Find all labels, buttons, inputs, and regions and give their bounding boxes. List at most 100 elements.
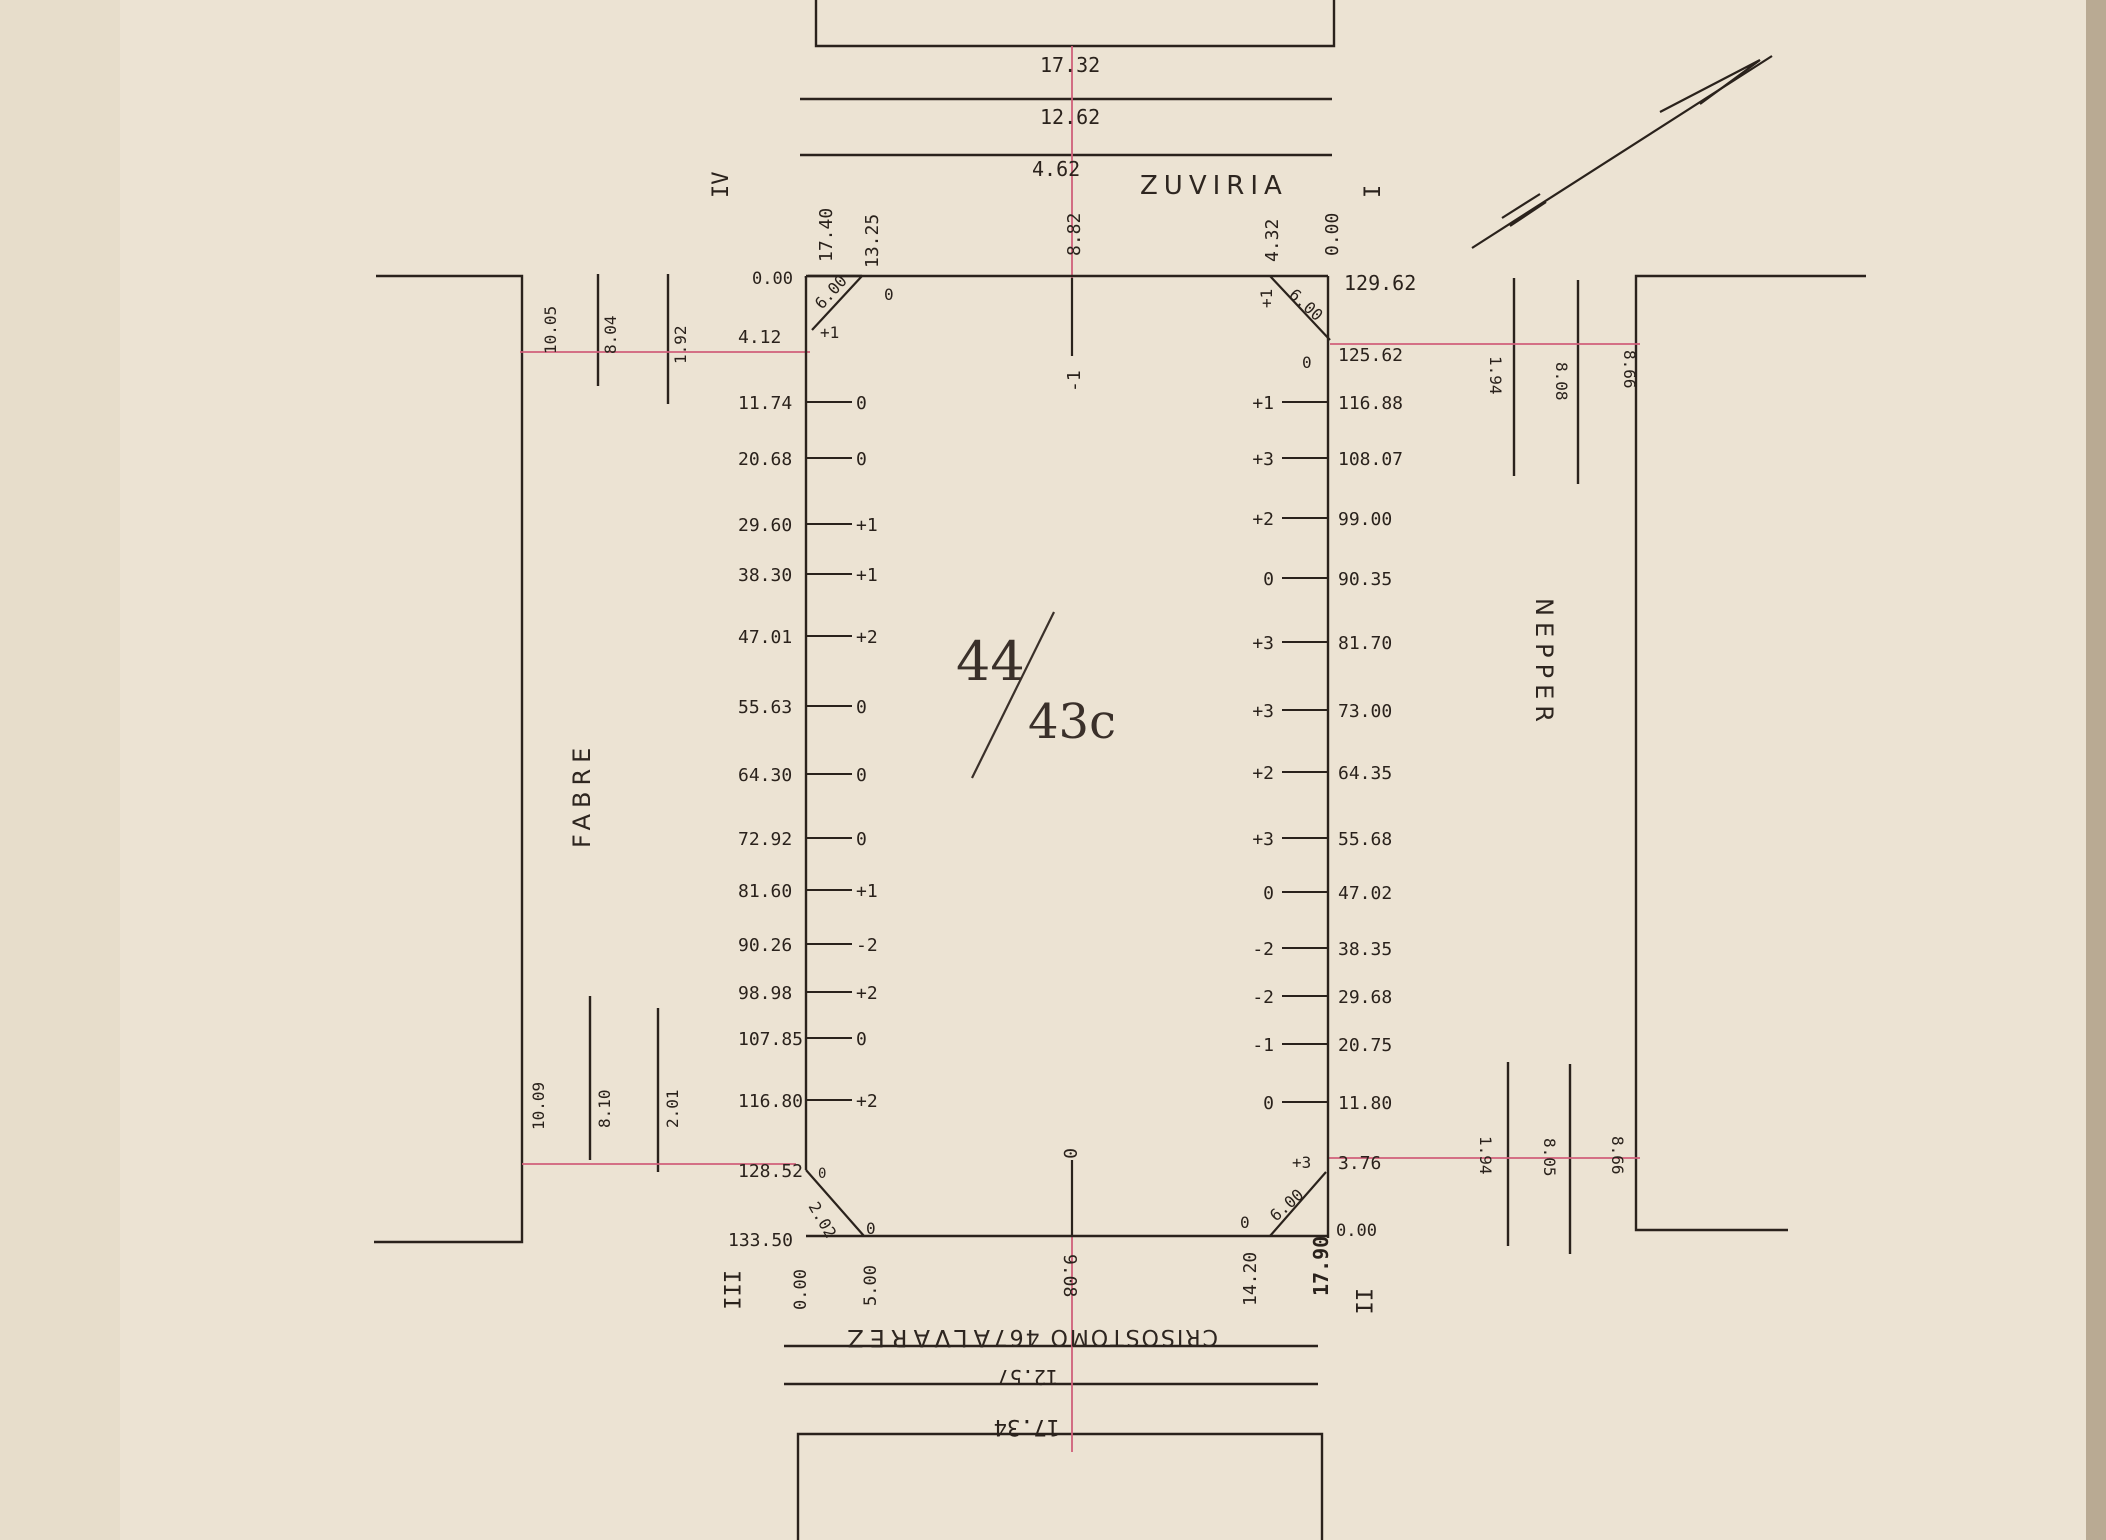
nw-start: 0.00 [752, 269, 793, 289]
station-distance: 55.68 [1338, 829, 1392, 850]
station-level: 0 [856, 449, 867, 470]
nw-top-a: 17.40 [816, 208, 837, 262]
station-distance: 108.07 [1338, 449, 1403, 470]
se-start: 0.00 [1336, 1221, 1377, 1241]
south-width-2: 17.34 [994, 1414, 1060, 1439]
station-distance: 11.80 [1338, 1093, 1392, 1114]
nw-top-b: 13.25 [862, 214, 883, 268]
west-station: 90.26 -2 [738, 935, 878, 956]
station-distance: 81.60 [738, 881, 792, 902]
south-center-dist: 9.08 [1059, 1254, 1080, 1297]
station-level: +2 [1252, 763, 1274, 784]
station-level: 0 [856, 765, 867, 786]
station-level: +1 [1252, 393, 1274, 414]
street-outlines [374, 0, 1866, 1540]
north-width-1: 17.32 [1040, 53, 1100, 77]
west-station: 47.01 +2 [738, 627, 878, 648]
station-level: 0 [1263, 1093, 1274, 1114]
se-level: +3 [1292, 1153, 1311, 1172]
west-station: 128.52 [738, 1161, 803, 1182]
station-level: +3 [1252, 701, 1274, 722]
north-width-2: 12.62 [1040, 105, 1100, 129]
station-level: 0 [1263, 883, 1274, 904]
west-measure-bottom-3: 2.01 [663, 1089, 682, 1128]
station-distance: 47.01 [738, 627, 792, 648]
east-station: 55.68 +3 [1252, 829, 1392, 850]
station-distance: 116.88 [1338, 393, 1403, 414]
west-station: 72.92 0 [738, 829, 867, 850]
east-station: 3.76 [1338, 1153, 1381, 1174]
west-measure-bottom-1: 10.09 [529, 1082, 548, 1130]
station-distance: 29.60 [738, 515, 792, 536]
east-measure-top-3: 8.66 [1620, 350, 1639, 389]
se-bottom-b: 17.90 [1309, 1236, 1333, 1296]
station-distance: 72.92 [738, 829, 792, 850]
station-level: +2 [1252, 509, 1274, 530]
station-distance: 81.70 [1338, 633, 1392, 654]
station-level: +3 [1252, 633, 1274, 654]
east-measure-bottom-1: 1.94 [1476, 1136, 1495, 1175]
west-station: 29.60 +1 [738, 515, 878, 536]
sw-level-a: 0 [818, 1166, 826, 1182]
east-measure-bottom-2: 8.05 [1540, 1138, 1559, 1177]
east-station: 73.00+3 [1252, 701, 1392, 722]
station-distance: 3.76 [1338, 1153, 1381, 1174]
south-center-level: 0 [1059, 1148, 1080, 1159]
station-distance: 20.75 [1338, 1035, 1392, 1056]
east-station: 125.62 [1338, 345, 1403, 366]
station-distance: 90.35 [1338, 569, 1392, 590]
station-distance: 47.02 [1338, 883, 1392, 904]
nw-top-c: 0 [884, 285, 894, 304]
station-distance: 125.62 [1338, 345, 1403, 366]
west-station: 4.12 [738, 327, 781, 348]
street-name-west: FABRE [568, 742, 596, 848]
ne-start: 129.62 [1344, 271, 1416, 295]
block-id-slash [971, 611, 1055, 779]
street-name-south-prefix: CRISOSTOMO 467 [992, 1324, 1218, 1349]
west-measure-top-2: 8.04 [601, 315, 620, 354]
station-level: +2 [856, 1091, 878, 1112]
se-level-a: 0 [1240, 1213, 1250, 1232]
station-level: -2 [1252, 939, 1274, 960]
east-station: 47.02 0 [1263, 883, 1392, 904]
station-distance: 4.12 [738, 327, 781, 348]
station-level: -2 [856, 935, 878, 956]
station-level: +1 [856, 515, 878, 536]
corner-chamfers [805, 275, 1331, 1237]
east-measure-bottom-3: 8.66 [1608, 1136, 1627, 1175]
south-width-1: 12.57 [998, 1365, 1058, 1389]
east-station: 108.07 +3 [1252, 449, 1403, 470]
station-level: 0 [856, 393, 867, 414]
nw-level: +1 [820, 323, 839, 342]
north-center-level: -1 [1064, 370, 1085, 392]
station-distance: 90.26 [738, 935, 792, 956]
west-station: 64.30 0 [738, 765, 867, 786]
station-distance: 107.85 [738, 1029, 803, 1050]
sw-bottom-b: 5.00 [861, 1265, 881, 1306]
west-measure-top-1: 10.05 [541, 306, 560, 354]
sw-level-b: 0 [866, 1219, 876, 1238]
street-name-south: ALVAREZ [841, 1324, 990, 1352]
station-level: +3 [1252, 449, 1274, 470]
block-id-numerator: 44 [956, 630, 1025, 693]
block-id-denominator: 43c [1028, 694, 1116, 750]
east-station: 116.88 +1 [1252, 393, 1403, 414]
station-distance: 64.30 [738, 765, 792, 786]
east-station: 99.00+2 [1252, 509, 1392, 530]
station-level: 0 [1263, 569, 1274, 590]
station-level: +1 [856, 881, 878, 902]
station-level: +3 [1252, 829, 1274, 850]
west-measure-bottom-2: 8.10 [595, 1089, 614, 1128]
east-station: 64.35+2 [1252, 763, 1392, 784]
west-measure-top-3: 1.92 [671, 325, 690, 364]
station-level: +2 [856, 627, 878, 648]
corner-label-sw: III [718, 1270, 743, 1310]
east-station: 81.70 +3 [1252, 633, 1392, 654]
north-center-dist: 8.82 [1064, 213, 1085, 256]
station-level: 0 [856, 829, 867, 850]
street-name-east: NEPPER [1530, 598, 1558, 728]
street-name-north: ZUVIRIA [1140, 171, 1288, 201]
